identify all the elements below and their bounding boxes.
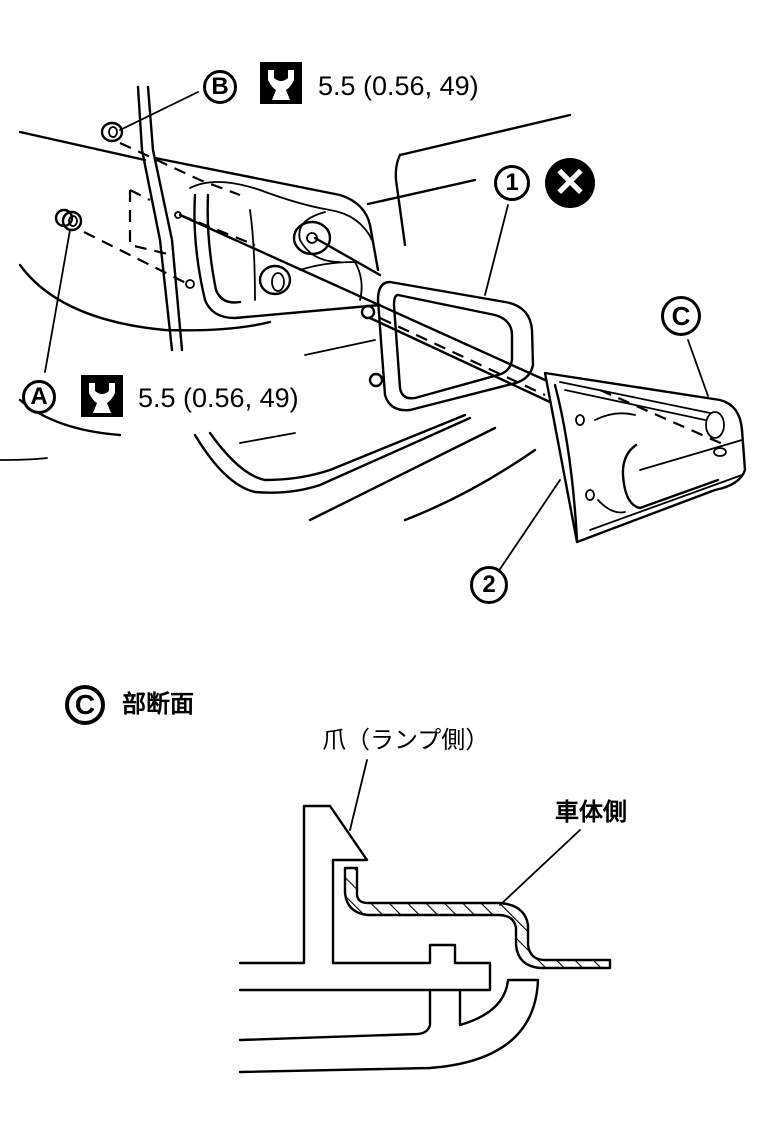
callout-a: A [22, 380, 56, 414]
body-side-label: 車体側 [555, 798, 627, 826]
leader-lines [44, 91, 709, 573]
section-c-drawing [238, 759, 612, 1074]
vehicle-body-outline [0, 85, 572, 522]
torque-value-a: 5.5 (0.56, 49) [138, 383, 299, 413]
claw-lamp-side-label: 爪（ランプ側） [322, 726, 490, 754]
callout-part-1-number: 1 [505, 169, 519, 196]
nut-b [100, 121, 124, 143]
section-c-marker-letter: C [74, 689, 96, 720]
torque-value-b: 5.5 (0.56, 49) [318, 71, 479, 101]
section-title: 部断面 [122, 690, 194, 718]
callout-c-letter: C [671, 300, 691, 331]
callout-c: C [661, 296, 701, 336]
callout-part-2-number: 2 [482, 571, 496, 598]
do-not-reuse-icon: ✕ [545, 158, 595, 208]
callout-b-letter: B [211, 73, 229, 100]
stud-hole [185, 279, 195, 289]
torque-wrench-icon [81, 375, 123, 417]
callout-b: B [203, 70, 237, 104]
gasket-part-1 [360, 280, 535, 412]
callout-part-2: 2 [470, 566, 508, 604]
callout-part-1: 1 [494, 165, 530, 201]
lamp-part-2 [543, 371, 747, 544]
stud-hole [174, 211, 182, 219]
alignment-guides [83, 142, 726, 447]
nut-a [54, 208, 83, 232]
do-not-reuse-glyph: ✕ [553, 161, 587, 205]
section-c-marker: C [65, 685, 105, 725]
callout-a-letter: A [30, 383, 48, 410]
torque-wrench-icon [260, 62, 302, 104]
